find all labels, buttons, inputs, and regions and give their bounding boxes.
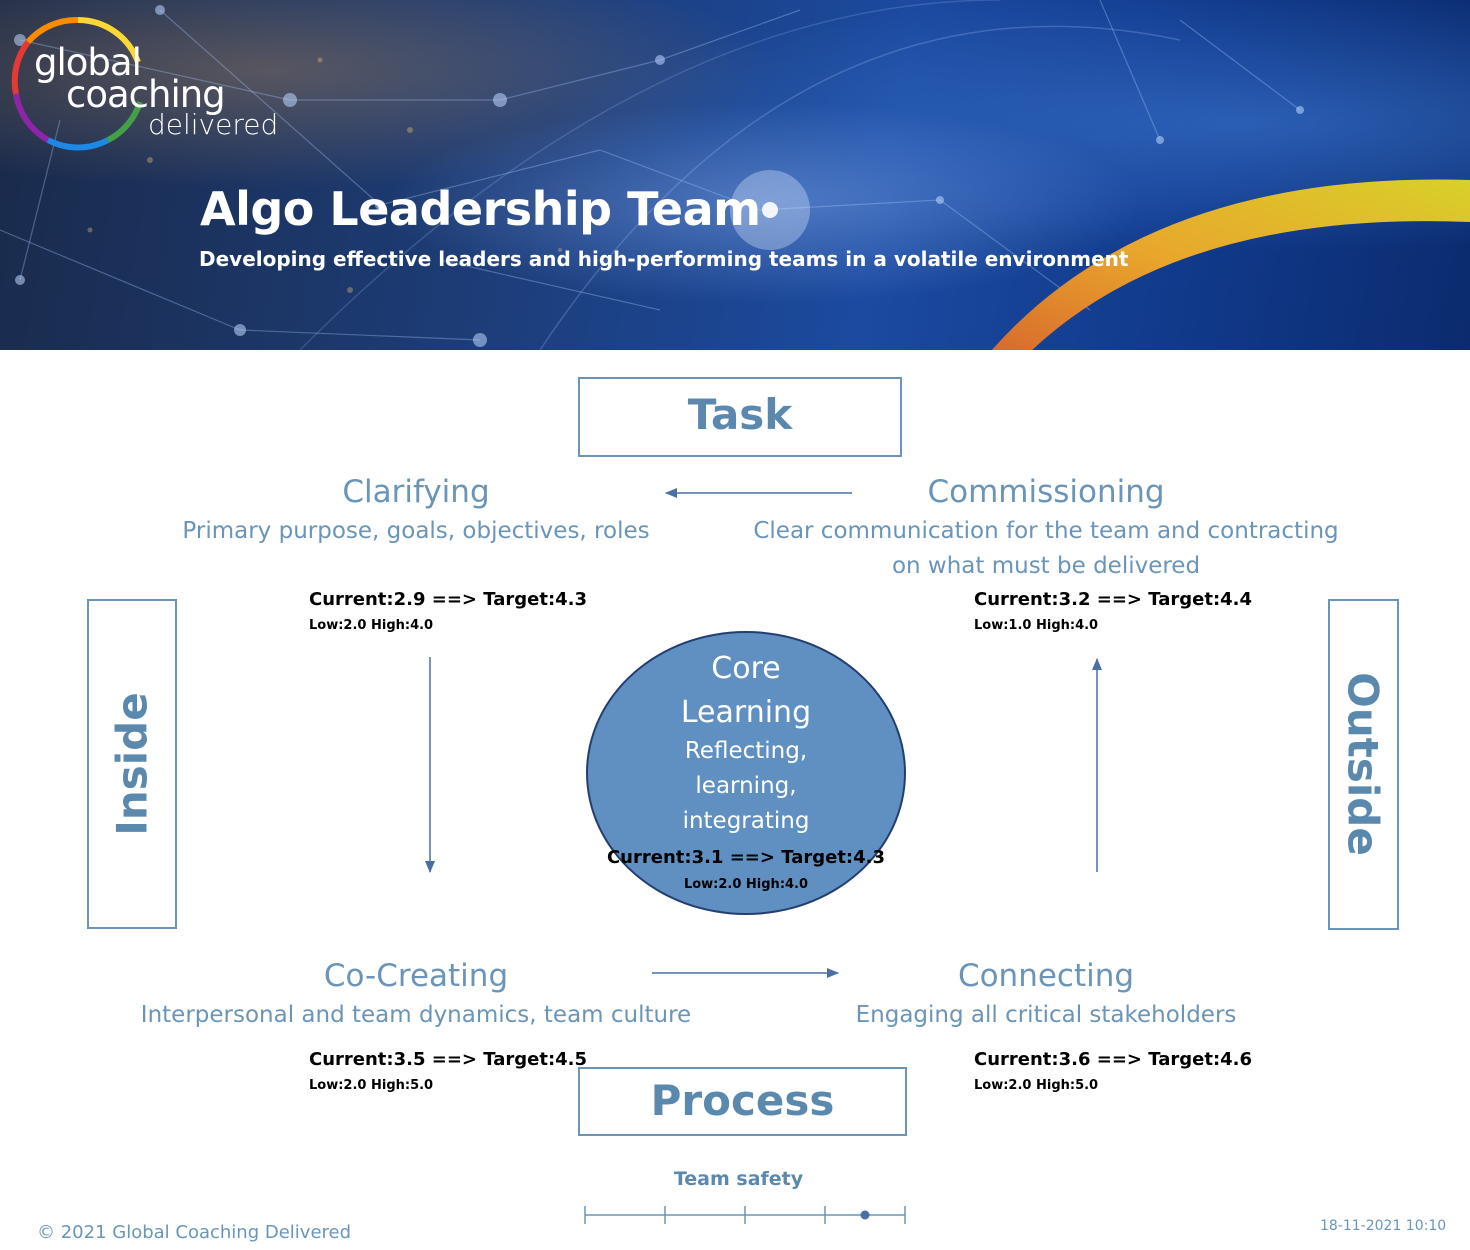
- core-score: Current:3.1 ==> Target:4.3: [606, 847, 886, 868]
- co-creating-title: Co-Creating: [323, 958, 509, 994]
- commissioning-title: Commissioning: [927, 474, 1165, 510]
- clarifying-range: Low:2.0 High:4.0: [309, 618, 434, 633]
- team-safety-label: Team safety: [673, 1168, 804, 1190]
- logo-word-delivered: delivered: [148, 108, 279, 141]
- core-title-line2: Learning: [680, 695, 812, 730]
- process-axis-box: [578, 1067, 907, 1136]
- team-safety-marker: [860, 1210, 870, 1220]
- connecting-score: Current:3.6 ==> Target:4.6: [974, 1049, 1253, 1070]
- outside-axis-box: [1328, 599, 1399, 930]
- core-title-line1: Core: [711, 651, 781, 686]
- clarifying-description: Primary purpose, goals, objectives, role…: [182, 518, 650, 544]
- banner-gold-arc: [991, 179, 1470, 350]
- core-description-line3: integrating: [682, 808, 810, 834]
- logo-word-global: global: [34, 41, 142, 84]
- core-range: Low:2.0 High:4.0: [683, 877, 809, 892]
- inside-axis-box: [87, 599, 177, 929]
- footer-copyright: © 2021 Global Coaching Delivered: [37, 1222, 352, 1243]
- logo-word-coaching: coaching: [66, 73, 226, 116]
- core-description-line1: Reflecting,: [684, 738, 808, 764]
- core-learning-circle: [586, 631, 906, 915]
- connecting-title: Connecting: [957, 958, 1135, 994]
- core-description-line2: learning,: [695, 773, 797, 799]
- commissioning-description-line1: Clear communication for the team and con…: [753, 518, 1339, 544]
- task-axis-label: Task: [687, 390, 793, 439]
- process-axis-label: Process: [650, 1076, 835, 1125]
- co-creating-description: Interpersonal and team dynamics, team cu…: [140, 1002, 692, 1028]
- brand-logo: global coaching delivered: [8, 14, 288, 154]
- header-banner: global coaching delivered Algo Leadershi…: [0, 0, 1470, 350]
- page-subtitle: Developing effective leaders and high-pe…: [199, 247, 1129, 271]
- connecting-range: Low:2.0 High:5.0: [974, 1078, 1099, 1093]
- team-safety-scale: [584, 1206, 906, 1224]
- commissioning-description-line2: on what must be delivered: [891, 553, 1201, 579]
- co-creating-range: Low:2.0 High:5.0: [309, 1078, 434, 1093]
- connecting-description: Engaging all critical stakeholders: [855, 1002, 1237, 1028]
- task-axis-box: [578, 377, 902, 457]
- page-title: Algo Leadership Team: [200, 182, 761, 236]
- clarifying-score: Current:2.9 ==> Target:4.3: [309, 589, 588, 610]
- clarifying-title: Clarifying: [342, 474, 490, 510]
- banner-background-network: [0, 0, 1470, 350]
- commissioning-score: Current:3.2 ==> Target:4.4: [974, 589, 1253, 610]
- commissioning-range: Low:1.0 High:4.0: [974, 618, 1099, 633]
- footer-timestamp: 18-11-2021 10:10: [1320, 1218, 1447, 1234]
- co-creating-score: Current:3.5 ==> Target:4.5: [309, 1049, 588, 1070]
- brand-logo-ring: [11, 16, 143, 151]
